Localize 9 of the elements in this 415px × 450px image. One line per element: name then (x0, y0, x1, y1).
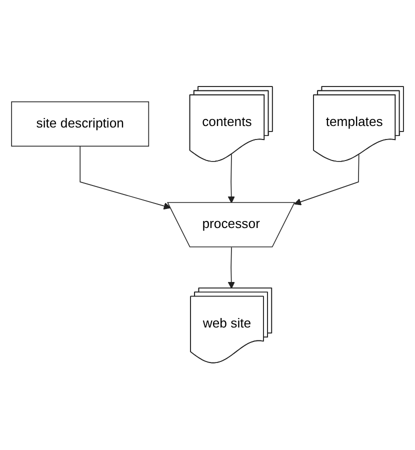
arrow (80, 146, 171, 210)
document-stack: contents (189, 86, 273, 162)
document-box: site description (11, 102, 150, 147)
funnel-shape: processor (167, 202, 296, 248)
arrow (228, 247, 235, 290)
arrow (294, 154, 360, 206)
document-stack: templates (313, 86, 404, 162)
arrow (228, 154, 235, 204)
document-stack: web site (190, 288, 272, 364)
